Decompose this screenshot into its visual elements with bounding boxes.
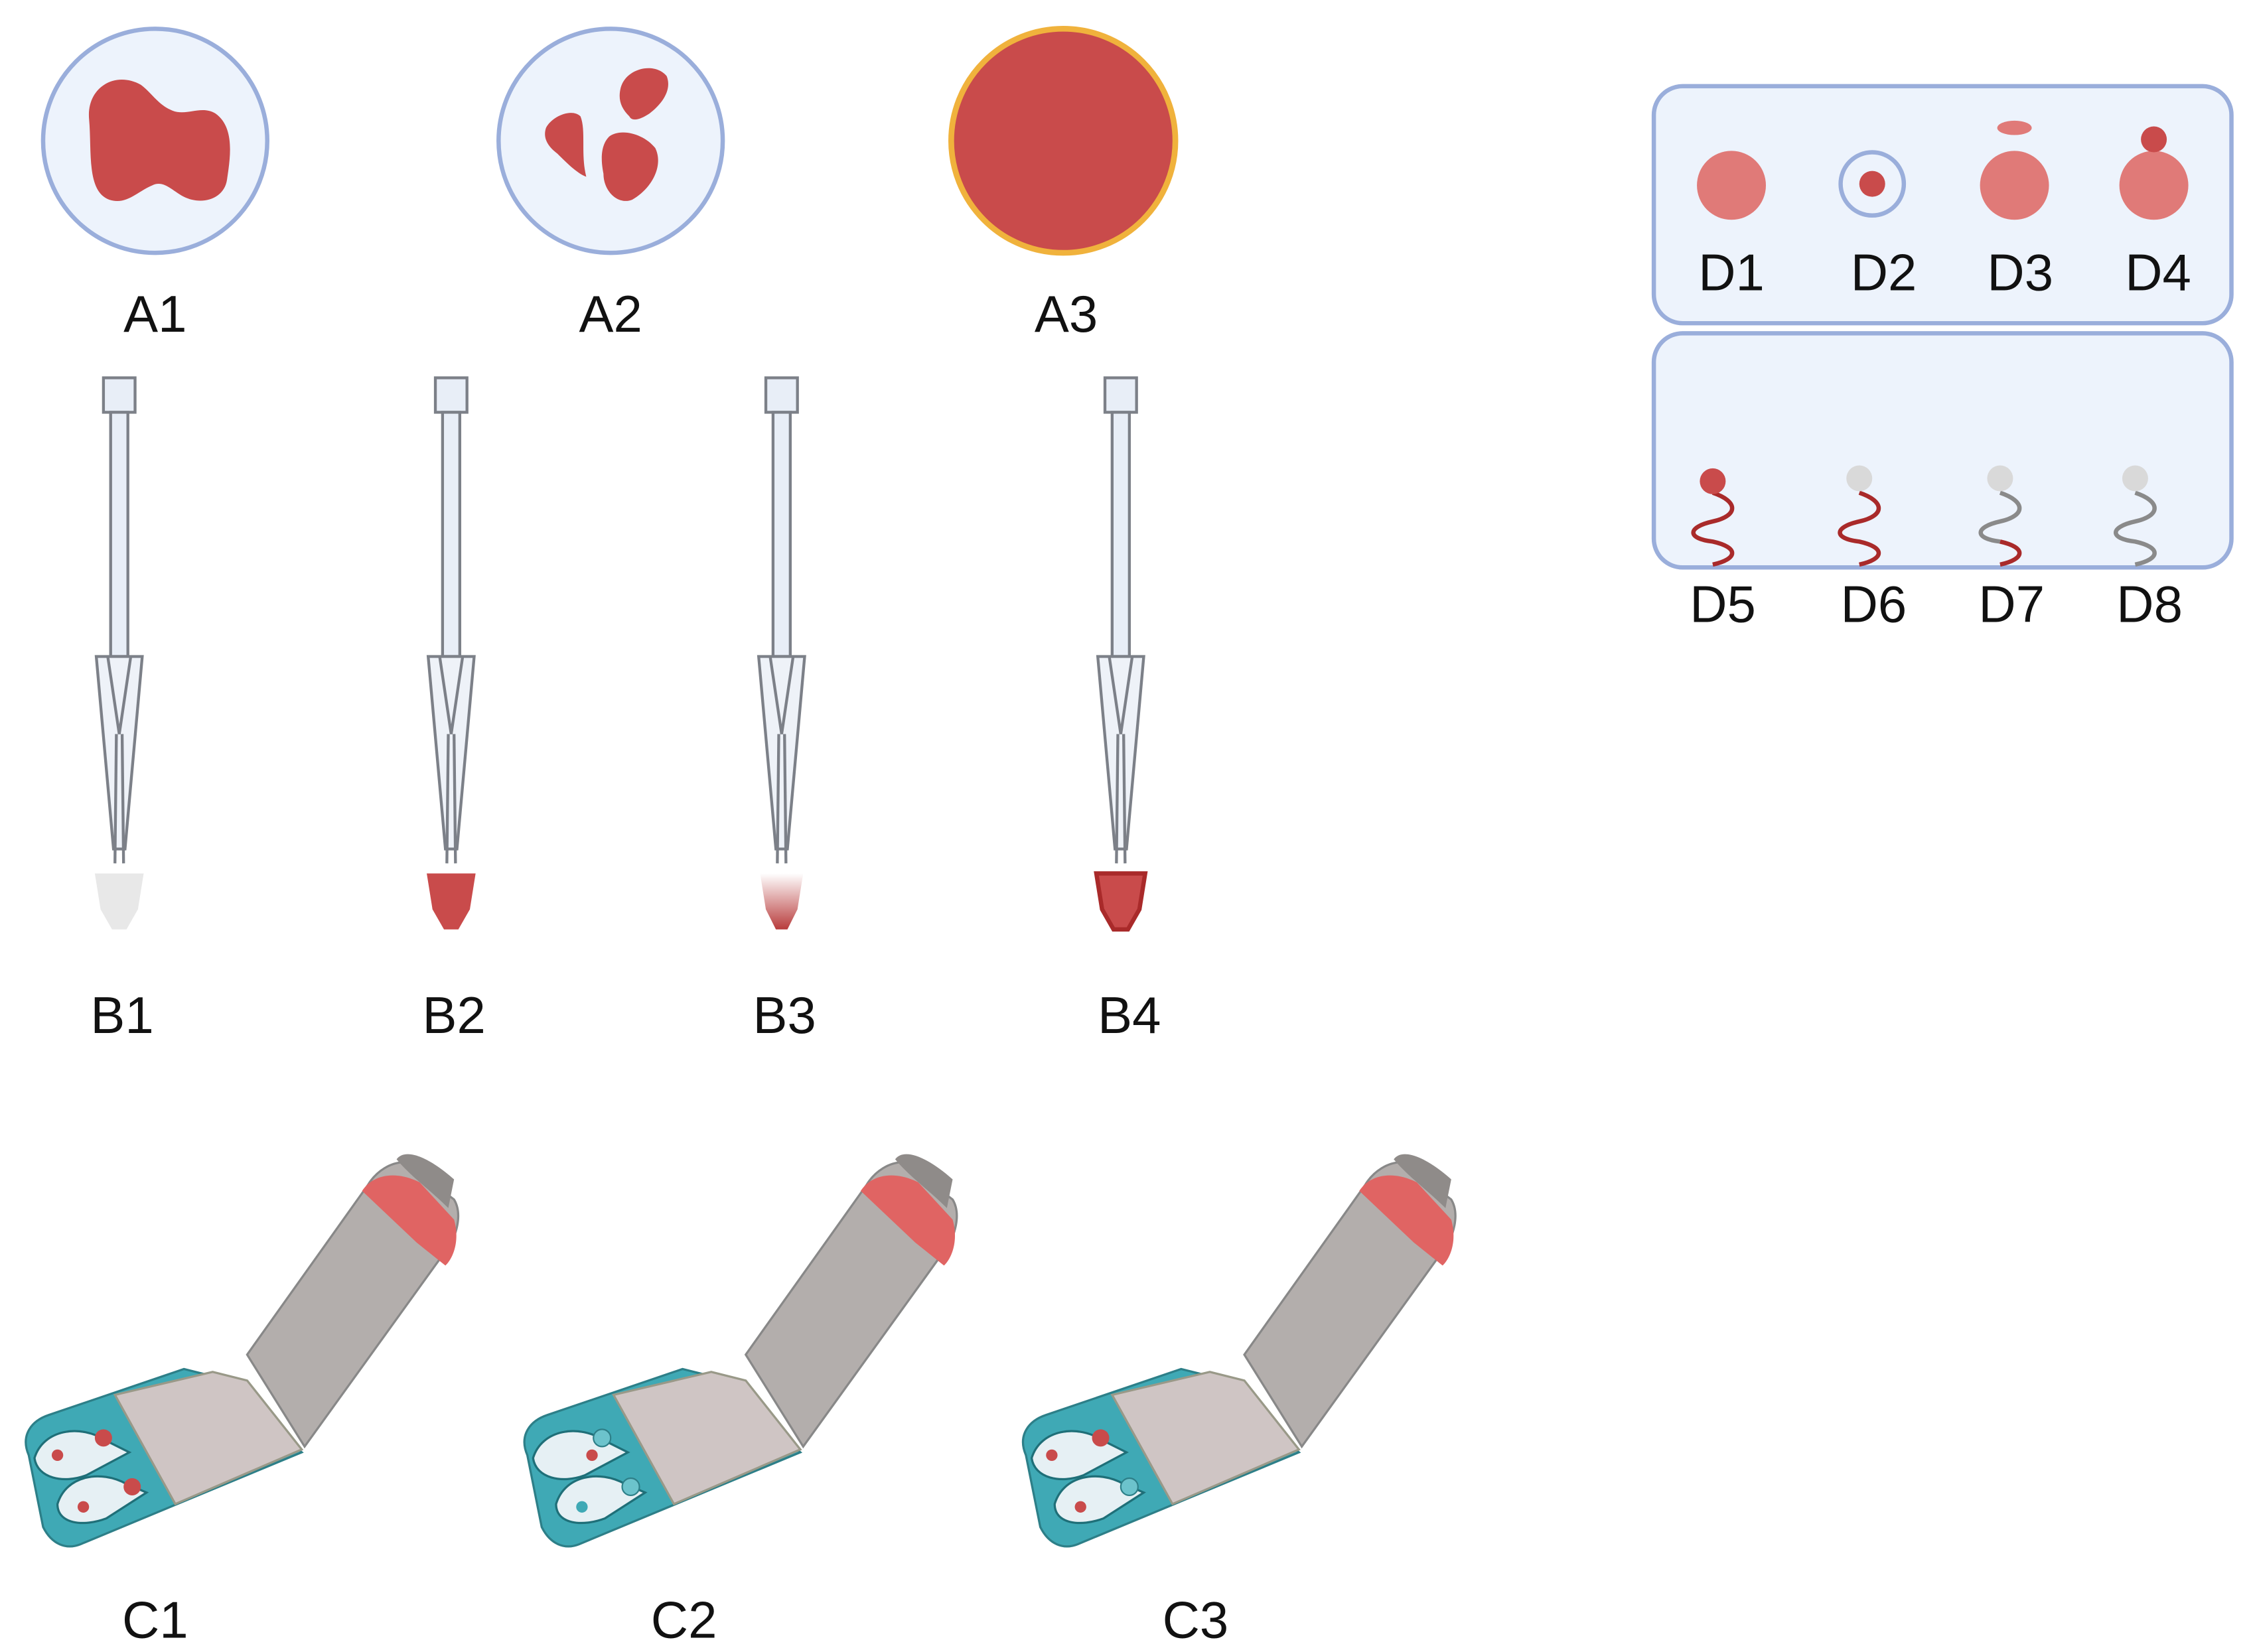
d5-rna-strand-icon: [1691, 468, 1735, 567]
a1-white-blood-cell-icon: [40, 27, 269, 255]
label-a2: A2: [579, 285, 642, 343]
label-d1: D1: [1698, 243, 1765, 301]
b2-pipette-icon: [427, 378, 476, 929]
label-b2: B2: [423, 986, 486, 1044]
label-c1: C1: [122, 1590, 188, 1649]
label-d8: D8: [2116, 575, 2183, 634]
label-d3: D3: [1987, 243, 2053, 301]
c1-blood-collection-card-icon: [25, 1154, 460, 1548]
a3-red-blood-cell-icon: [948, 25, 1179, 256]
d2-exosome-icon: [1838, 150, 1907, 218]
label-d5: D5: [1690, 575, 1756, 634]
b1-pipette-icon: [94, 378, 144, 929]
d3-exosome-icon: [1980, 120, 2049, 220]
d-top-panel: D1 D2 D3 D4: [1651, 84, 2234, 326]
label-c2: C2: [651, 1590, 717, 1649]
d7-rna-strand-icon: [1978, 465, 2022, 567]
label-b4: B4: [1098, 986, 1161, 1044]
label-b1: B1: [90, 986, 153, 1044]
a2-neutrophil-icon: [496, 27, 725, 255]
c3-blood-collection-card-icon: [1021, 1154, 1457, 1548]
label-b3: B3: [753, 986, 816, 1044]
c2-blood-collection-card-icon: [523, 1154, 958, 1548]
d8-rna-strand-icon: [2114, 465, 2157, 567]
label-a1: A1: [123, 285, 186, 343]
d6-rna-strand-icon: [1838, 465, 1881, 567]
d-bottom-panel: D5 D6 D7 D8: [1651, 331, 2234, 634]
label-c3: C3: [1163, 1590, 1229, 1649]
d1-exosome-icon: [1697, 151, 1767, 220]
label-a3: A3: [1035, 285, 1098, 343]
b3-pipette-icon: [759, 378, 804, 929]
d4-exosome-icon: [2119, 126, 2189, 220]
b4-pipette-icon: [1094, 378, 1148, 932]
label-d2: D2: [1851, 243, 1917, 301]
label-d4: D4: [2125, 243, 2191, 301]
label-d7: D7: [1978, 575, 2045, 634]
label-d6: D6: [1841, 575, 1907, 634]
